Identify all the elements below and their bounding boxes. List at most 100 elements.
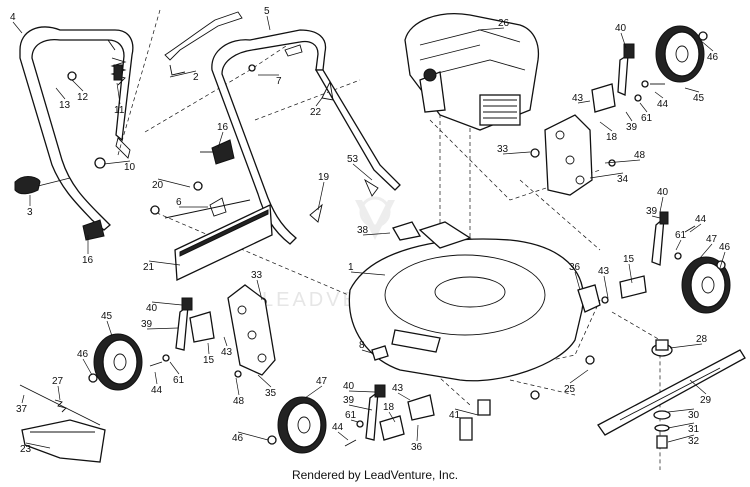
- callout-c15b: 15: [203, 355, 215, 366]
- callout-c21: 21: [143, 262, 155, 273]
- leader-c23: [25, 442, 51, 449]
- leader-c39d: [348, 404, 373, 411]
- callout-c61b: 61: [675, 230, 687, 241]
- wheel-front-right: [681, 256, 731, 314]
- callout-c40b: 40: [657, 187, 669, 198]
- leader-lines: [12, 15, 726, 449]
- leader-c31: [667, 422, 695, 429]
- callout-c11: 11: [114, 105, 125, 116]
- leader-c11: [116, 82, 121, 105]
- leader-c33a: [502, 151, 531, 155]
- leader-c53: [352, 163, 373, 181]
- leader-c46c: [82, 358, 93, 376]
- leader-c32: [667, 434, 695, 443]
- deck-bolts: [371, 345, 491, 441]
- callout-c40d: 40: [343, 381, 355, 392]
- callout-c44c: 44: [151, 385, 163, 396]
- leader-c39a: [625, 111, 633, 122]
- leader-c28: [669, 343, 703, 349]
- callout-c39c: 39: [141, 319, 153, 330]
- callout-c16b: 16: [82, 255, 94, 266]
- leader-c16a: [217, 131, 224, 149]
- leader-c46a: [699, 39, 714, 52]
- upper-handle-right: [211, 29, 401, 245]
- callout-c30: 30: [688, 410, 700, 421]
- leader-c12: [71, 79, 84, 92]
- callout-c27: 27: [52, 376, 64, 387]
- callout-c10: 10: [124, 162, 136, 173]
- callout-c46a: 46: [707, 52, 719, 63]
- leader-c40d: [348, 390, 376, 393]
- leader-c43c: [223, 336, 228, 347]
- callout-c45b: 45: [101, 311, 113, 322]
- leader-c61d: [350, 419, 359, 423]
- bracket-2: [164, 11, 243, 76]
- leader-c15a: [628, 263, 633, 284]
- callout-c29: 29: [700, 395, 712, 406]
- leader-c45b: [106, 320, 113, 337]
- callout-c12: 12: [77, 92, 89, 103]
- callout-c36b: 36: [411, 442, 423, 453]
- wheel-rear-right: [655, 25, 705, 83]
- wheel-front-left: [277, 396, 327, 454]
- callout-c15a: 15: [623, 254, 635, 265]
- callout-c47a: 47: [706, 234, 718, 245]
- callout-c61d: 61: [345, 410, 357, 421]
- callout-c46d: 46: [232, 433, 244, 444]
- callout-c25: 25: [564, 384, 576, 395]
- callout-c13: 13: [59, 100, 71, 111]
- leader-c21: [148, 260, 181, 266]
- callout-c1: 1: [348, 262, 354, 273]
- axle-bracket-34: [544, 114, 593, 196]
- height-lever-front-right: [619, 211, 669, 299]
- knob-16-top: [200, 139, 235, 165]
- callout-c6: 6: [176, 197, 182, 208]
- footer-credit: Rendered by LeadVenture, Inc.: [291, 468, 459, 482]
- callout-c38: 38: [357, 225, 369, 236]
- leader-c29: [689, 379, 707, 395]
- callout-c16a: 16: [217, 122, 229, 133]
- callout-c37: 37: [16, 404, 28, 415]
- leader-c38: [362, 232, 391, 236]
- callout-c28: 28: [696, 334, 708, 345]
- height-lever-rear-left: [175, 297, 215, 351]
- wheel-hardware: [88, 31, 726, 447]
- leader-c2: [169, 70, 197, 78]
- leader-c20: [157, 178, 191, 188]
- callout-c2: 2: [193, 72, 199, 83]
- leader-c36a: [574, 271, 581, 291]
- spring-11: [107, 39, 127, 86]
- leader-c43b: [603, 275, 609, 299]
- leader-c61c: [169, 361, 180, 375]
- axle-bracket-36: [407, 284, 601, 421]
- callout-c46b: 46: [719, 242, 731, 253]
- callout-c44b: 44: [695, 214, 707, 225]
- callout-c43b: 43: [598, 266, 610, 277]
- leader-c40a: [620, 32, 627, 49]
- callout-c39d: 39: [343, 395, 355, 406]
- leader-c46d: [237, 431, 269, 441]
- leader-c36b: [416, 424, 419, 442]
- leader-c13: [55, 87, 66, 100]
- leader-c27: [57, 385, 61, 401]
- leader-c43d: [397, 392, 411, 401]
- leader-c45a: [684, 87, 700, 93]
- leader-c22: [315, 97, 323, 107]
- callout-c4: 4: [10, 12, 16, 23]
- leader-c61b: [675, 239, 682, 251]
- leader-c15b: [207, 342, 210, 355]
- leader-c19: [317, 181, 325, 211]
- callout-c39b: 39: [646, 206, 658, 217]
- callout-c32: 32: [688, 436, 700, 447]
- callout-c40a: 40: [615, 23, 627, 34]
- leader-c26: [477, 27, 505, 31]
- callout-c31: 31: [688, 424, 700, 435]
- leader-c1: [350, 271, 386, 276]
- leader-c4: [12, 21, 23, 34]
- leader-c10: [103, 160, 131, 165]
- callout-c5: 5: [264, 6, 270, 17]
- callout-c48a: 48: [634, 150, 646, 161]
- callout-c40c: 40: [146, 303, 158, 314]
